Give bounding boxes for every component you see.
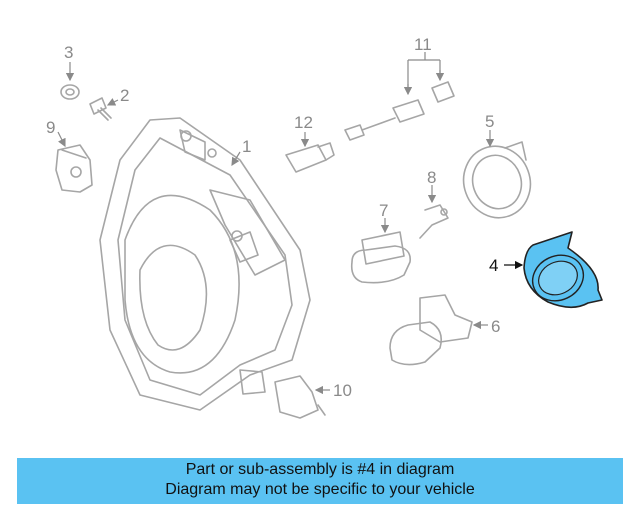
label-part-5: 5 — [485, 112, 494, 131]
label-part-8: 8 — [427, 168, 436, 187]
label-part-2: 2 — [120, 86, 129, 105]
label-part-10: 10 — [333, 381, 352, 400]
bolt-part-2 — [89, 97, 112, 121]
label-part-7: 7 — [379, 201, 388, 220]
parking-bulb-part-12 — [285, 142, 335, 173]
banner-line-disclaimer: Diagram may not be specific to your vehi… — [165, 481, 475, 498]
headlamp-bulb-part-7 — [350, 231, 412, 284]
leader-lines — [57, 52, 524, 395]
wire-harness-part-11 — [344, 81, 455, 141]
label-part-6: 6 — [491, 317, 500, 336]
headlamp-bulb-part-6 — [389, 294, 473, 366]
retainer-ring-part-4-highlighted — [523, 231, 603, 309]
retainer-ring-part-5 — [462, 141, 532, 219]
label-part-1: 1 — [242, 137, 251, 156]
label-part-3: 3 — [64, 43, 73, 62]
headlamp-housing — [99, 117, 311, 411]
banner-line-part-info: Part or sub-assembly is #4 in diagram — [185, 461, 455, 478]
label-part-4: 4 — [489, 256, 498, 275]
leveling-motor-part-9 — [55, 144, 93, 193]
label-part-9: 9 — [46, 118, 55, 137]
label-part-12: 12 — [294, 113, 313, 132]
spring-clip-part-8 — [419, 204, 449, 239]
parts-diagram: 3 2 9 1 12 11 5 8 7 4 6 10 — [46, 35, 603, 419]
nut-part-3 — [60, 84, 80, 100]
connector-part-10 — [274, 375, 326, 419]
label-part-11: 11 — [414, 35, 432, 54]
info-banner: Part or sub-assembly is #4 in diagram Di… — [17, 458, 623, 504]
